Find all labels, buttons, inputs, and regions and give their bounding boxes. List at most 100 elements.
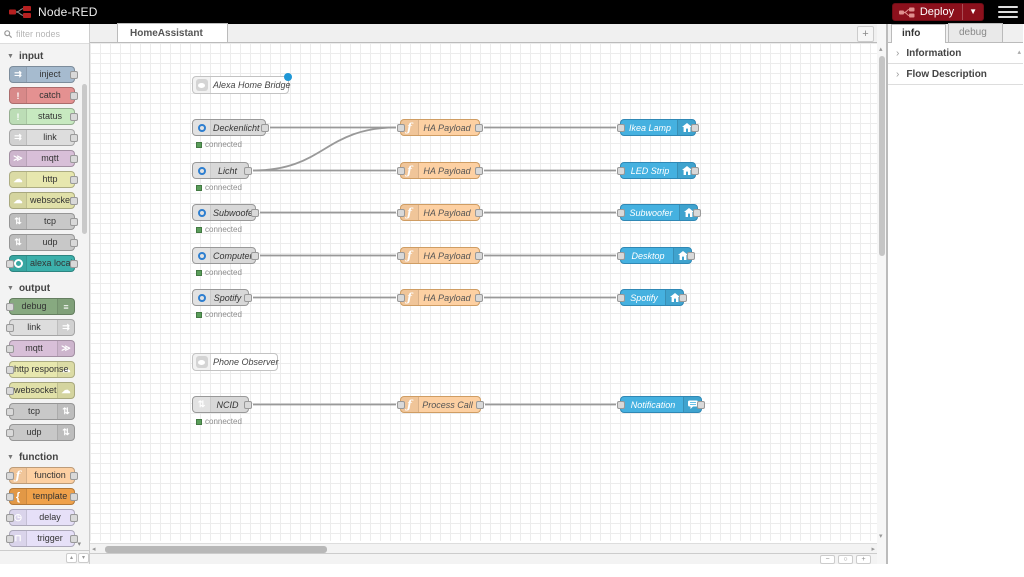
output-port[interactable] xyxy=(70,175,78,184)
scroll-right-icon[interactable]: ▸ xyxy=(871,546,875,553)
output-port[interactable] xyxy=(679,293,687,302)
palette-node-mqtt[interactable]: ≫mqtt xyxy=(9,150,78,167)
output-port[interactable] xyxy=(70,196,78,205)
flow-node-subwoofer_out[interactable]: Subwoofer xyxy=(617,204,701,221)
palette-node-mqtt[interactable]: ≫mqtt xyxy=(6,340,75,357)
flow-node-subwoofer_in[interactable]: Subwoofer xyxy=(192,204,259,221)
output-port[interactable] xyxy=(693,208,701,217)
palette-node-catch[interactable]: !catch xyxy=(9,87,78,104)
scroll-down-icon[interactable]: ▾ xyxy=(879,533,883,540)
palette-node-websocket[interactable]: ☁websocket xyxy=(9,192,78,209)
output-port[interactable] xyxy=(70,70,78,79)
input-port[interactable] xyxy=(397,166,405,175)
palette-section-input[interactable]: ▼input xyxy=(7,51,44,62)
main-menu-button[interactable] xyxy=(998,3,1018,21)
palette-expand-all-button[interactable]: ▾ xyxy=(78,553,89,563)
flow-node-led[interactable]: LED Strip xyxy=(617,162,699,179)
output-port[interactable] xyxy=(70,154,78,163)
output-port[interactable] xyxy=(70,217,78,226)
palette-node-alexa-local[interactable]: alexa local xyxy=(6,255,78,272)
output-port[interactable] xyxy=(475,251,483,260)
input-port[interactable] xyxy=(6,513,14,522)
palette-node-http[interactable]: ☁http xyxy=(9,171,78,188)
output-port[interactable] xyxy=(475,166,483,175)
output-port[interactable] xyxy=(244,166,252,175)
input-port[interactable] xyxy=(397,208,405,217)
flow-node-ncid[interactable]: ⇅NCID xyxy=(192,396,252,413)
input-port[interactable] xyxy=(397,400,405,409)
output-port[interactable] xyxy=(475,208,483,217)
output-port[interactable] xyxy=(70,513,78,522)
output-port[interactable] xyxy=(70,259,78,268)
sidebar-section-flow-description[interactable]: ›Flow Description xyxy=(888,64,1023,85)
input-port[interactable] xyxy=(6,407,14,416)
input-port[interactable] xyxy=(6,259,14,268)
palette-node-inject[interactable]: ⇉inject xyxy=(9,66,78,83)
output-port[interactable] xyxy=(691,123,699,132)
palette-node-trigger[interactable]: ⊓trigger xyxy=(6,530,78,547)
output-port[interactable] xyxy=(70,133,78,142)
palette-scroll-down-icon[interactable]: ▾ xyxy=(77,541,81,548)
palette-node-link[interactable]: ⇉link xyxy=(9,129,78,146)
input-port[interactable] xyxy=(397,251,405,260)
input-port[interactable] xyxy=(617,251,625,260)
input-port[interactable] xyxy=(6,323,14,332)
input-port[interactable] xyxy=(617,123,625,132)
input-port[interactable] xyxy=(6,344,14,353)
sidebar-tab-debug[interactable]: debug xyxy=(948,23,1003,42)
output-port[interactable] xyxy=(70,91,78,100)
palette-node-http-response[interactable]: ☁http response xyxy=(6,361,75,378)
output-port[interactable] xyxy=(687,251,695,260)
flow-node-computer[interactable]: Computer xyxy=(192,247,259,264)
input-port[interactable] xyxy=(6,302,14,311)
flow-node-deckenlicht[interactable]: Deckenlicht xyxy=(192,119,269,136)
deploy-button[interactable]: Deploy ▼ xyxy=(891,3,984,21)
output-port[interactable] xyxy=(251,208,259,217)
palette-filter-input[interactable] xyxy=(16,28,80,39)
palette-scrollbar[interactable] xyxy=(82,84,87,234)
sidebar-section-information[interactable]: ›Information xyxy=(888,43,1023,64)
output-port[interactable] xyxy=(70,534,78,543)
flow-node-spotify_in[interactable]: Spotify xyxy=(192,289,252,306)
input-port[interactable] xyxy=(6,428,14,437)
output-port[interactable] xyxy=(244,293,252,302)
input-port[interactable] xyxy=(6,471,14,480)
input-port[interactable] xyxy=(617,293,625,302)
palette-node-delay[interactable]: ◷delay xyxy=(6,509,78,526)
palette-node-link[interactable]: ⇉link xyxy=(6,319,75,336)
palette-node-tcp[interactable]: ⇅tcp xyxy=(9,213,78,230)
output-port[interactable] xyxy=(261,123,269,132)
flow-node-ikea[interactable]: Ikea Lamp xyxy=(617,119,699,136)
add-flow-button[interactable]: + xyxy=(857,26,874,42)
palette-node-status[interactable]: !status xyxy=(9,108,78,125)
sidebar-tab-info[interactable]: info xyxy=(891,24,946,43)
scroll-up-icon[interactable]: ▴ xyxy=(879,46,883,53)
input-port[interactable] xyxy=(6,492,14,501)
input-port[interactable] xyxy=(617,208,625,217)
output-port[interactable] xyxy=(70,471,78,480)
flow-node-desktop[interactable]: Desktop xyxy=(617,247,695,264)
zoom-reset-button[interactable]: ○ xyxy=(838,555,853,564)
palette-node-websocket[interactable]: ☁websocket xyxy=(6,382,75,399)
palette-node-template[interactable]: {template xyxy=(6,488,78,505)
wire-licht-to-ha1[interactable] xyxy=(252,126,397,172)
input-port[interactable] xyxy=(6,534,14,543)
palette-collapse-all-button[interactable]: ▴ xyxy=(66,553,77,563)
canvas-horizontal-scrollbar[interactable]: ◂ ▸ xyxy=(90,543,877,554)
input-port[interactable] xyxy=(6,365,14,374)
flow-node-phone_observer[interactable]: Phone Observer xyxy=(192,353,279,371)
input-port[interactable] xyxy=(6,386,14,395)
flow-node-spotify_out[interactable]: Spotify xyxy=(617,289,687,306)
input-port[interactable] xyxy=(617,400,625,409)
output-port[interactable] xyxy=(244,400,252,409)
palette-search[interactable] xyxy=(0,24,89,44)
flow-node-licht[interactable]: Licht xyxy=(192,162,252,179)
